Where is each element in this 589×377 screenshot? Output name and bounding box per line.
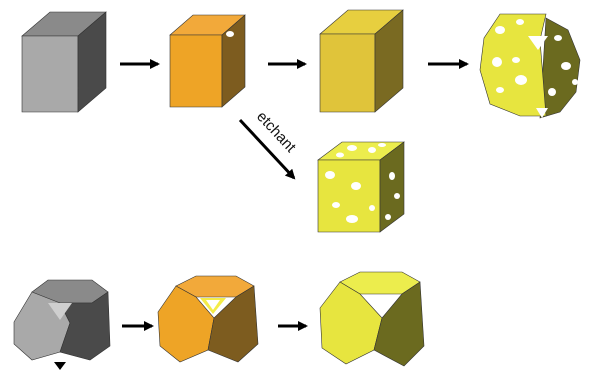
- etchant-label: etchant: [253, 108, 300, 156]
- gray-cube: [21, 11, 107, 113]
- porous-cube: [317, 141, 405, 233]
- gray-side-face: [77, 11, 107, 113]
- orange-truncated-cube: [157, 275, 259, 370]
- gold-front-face: [319, 33, 376, 113]
- orange-front-face: [157, 285, 215, 363]
- orange-cube: [169, 14, 246, 108]
- pore: [226, 31, 234, 37]
- porous-truncated-cube: [479, 12, 581, 119]
- yellow-side-face: [379, 141, 405, 233]
- orange-side-face: [221, 14, 246, 108]
- orange-front-face: [169, 34, 223, 108]
- etchant-arrow: [238, 118, 296, 180]
- gold-cube: [319, 9, 404, 113]
- yellow-truncated-cube: [319, 271, 425, 374]
- gray-front-face: [21, 35, 79, 113]
- yellow-front-face: [479, 13, 547, 117]
- gray-side-face: [59, 291, 111, 361]
- gold-side-face: [374, 9, 404, 113]
- yellow-side-face: [539, 17, 581, 119]
- gray-truncated-cube: [13, 279, 111, 370]
- corner-triangle: [528, 36, 548, 50]
- orange-side-face: [207, 285, 259, 363]
- yellow-side-face: [373, 281, 425, 367]
